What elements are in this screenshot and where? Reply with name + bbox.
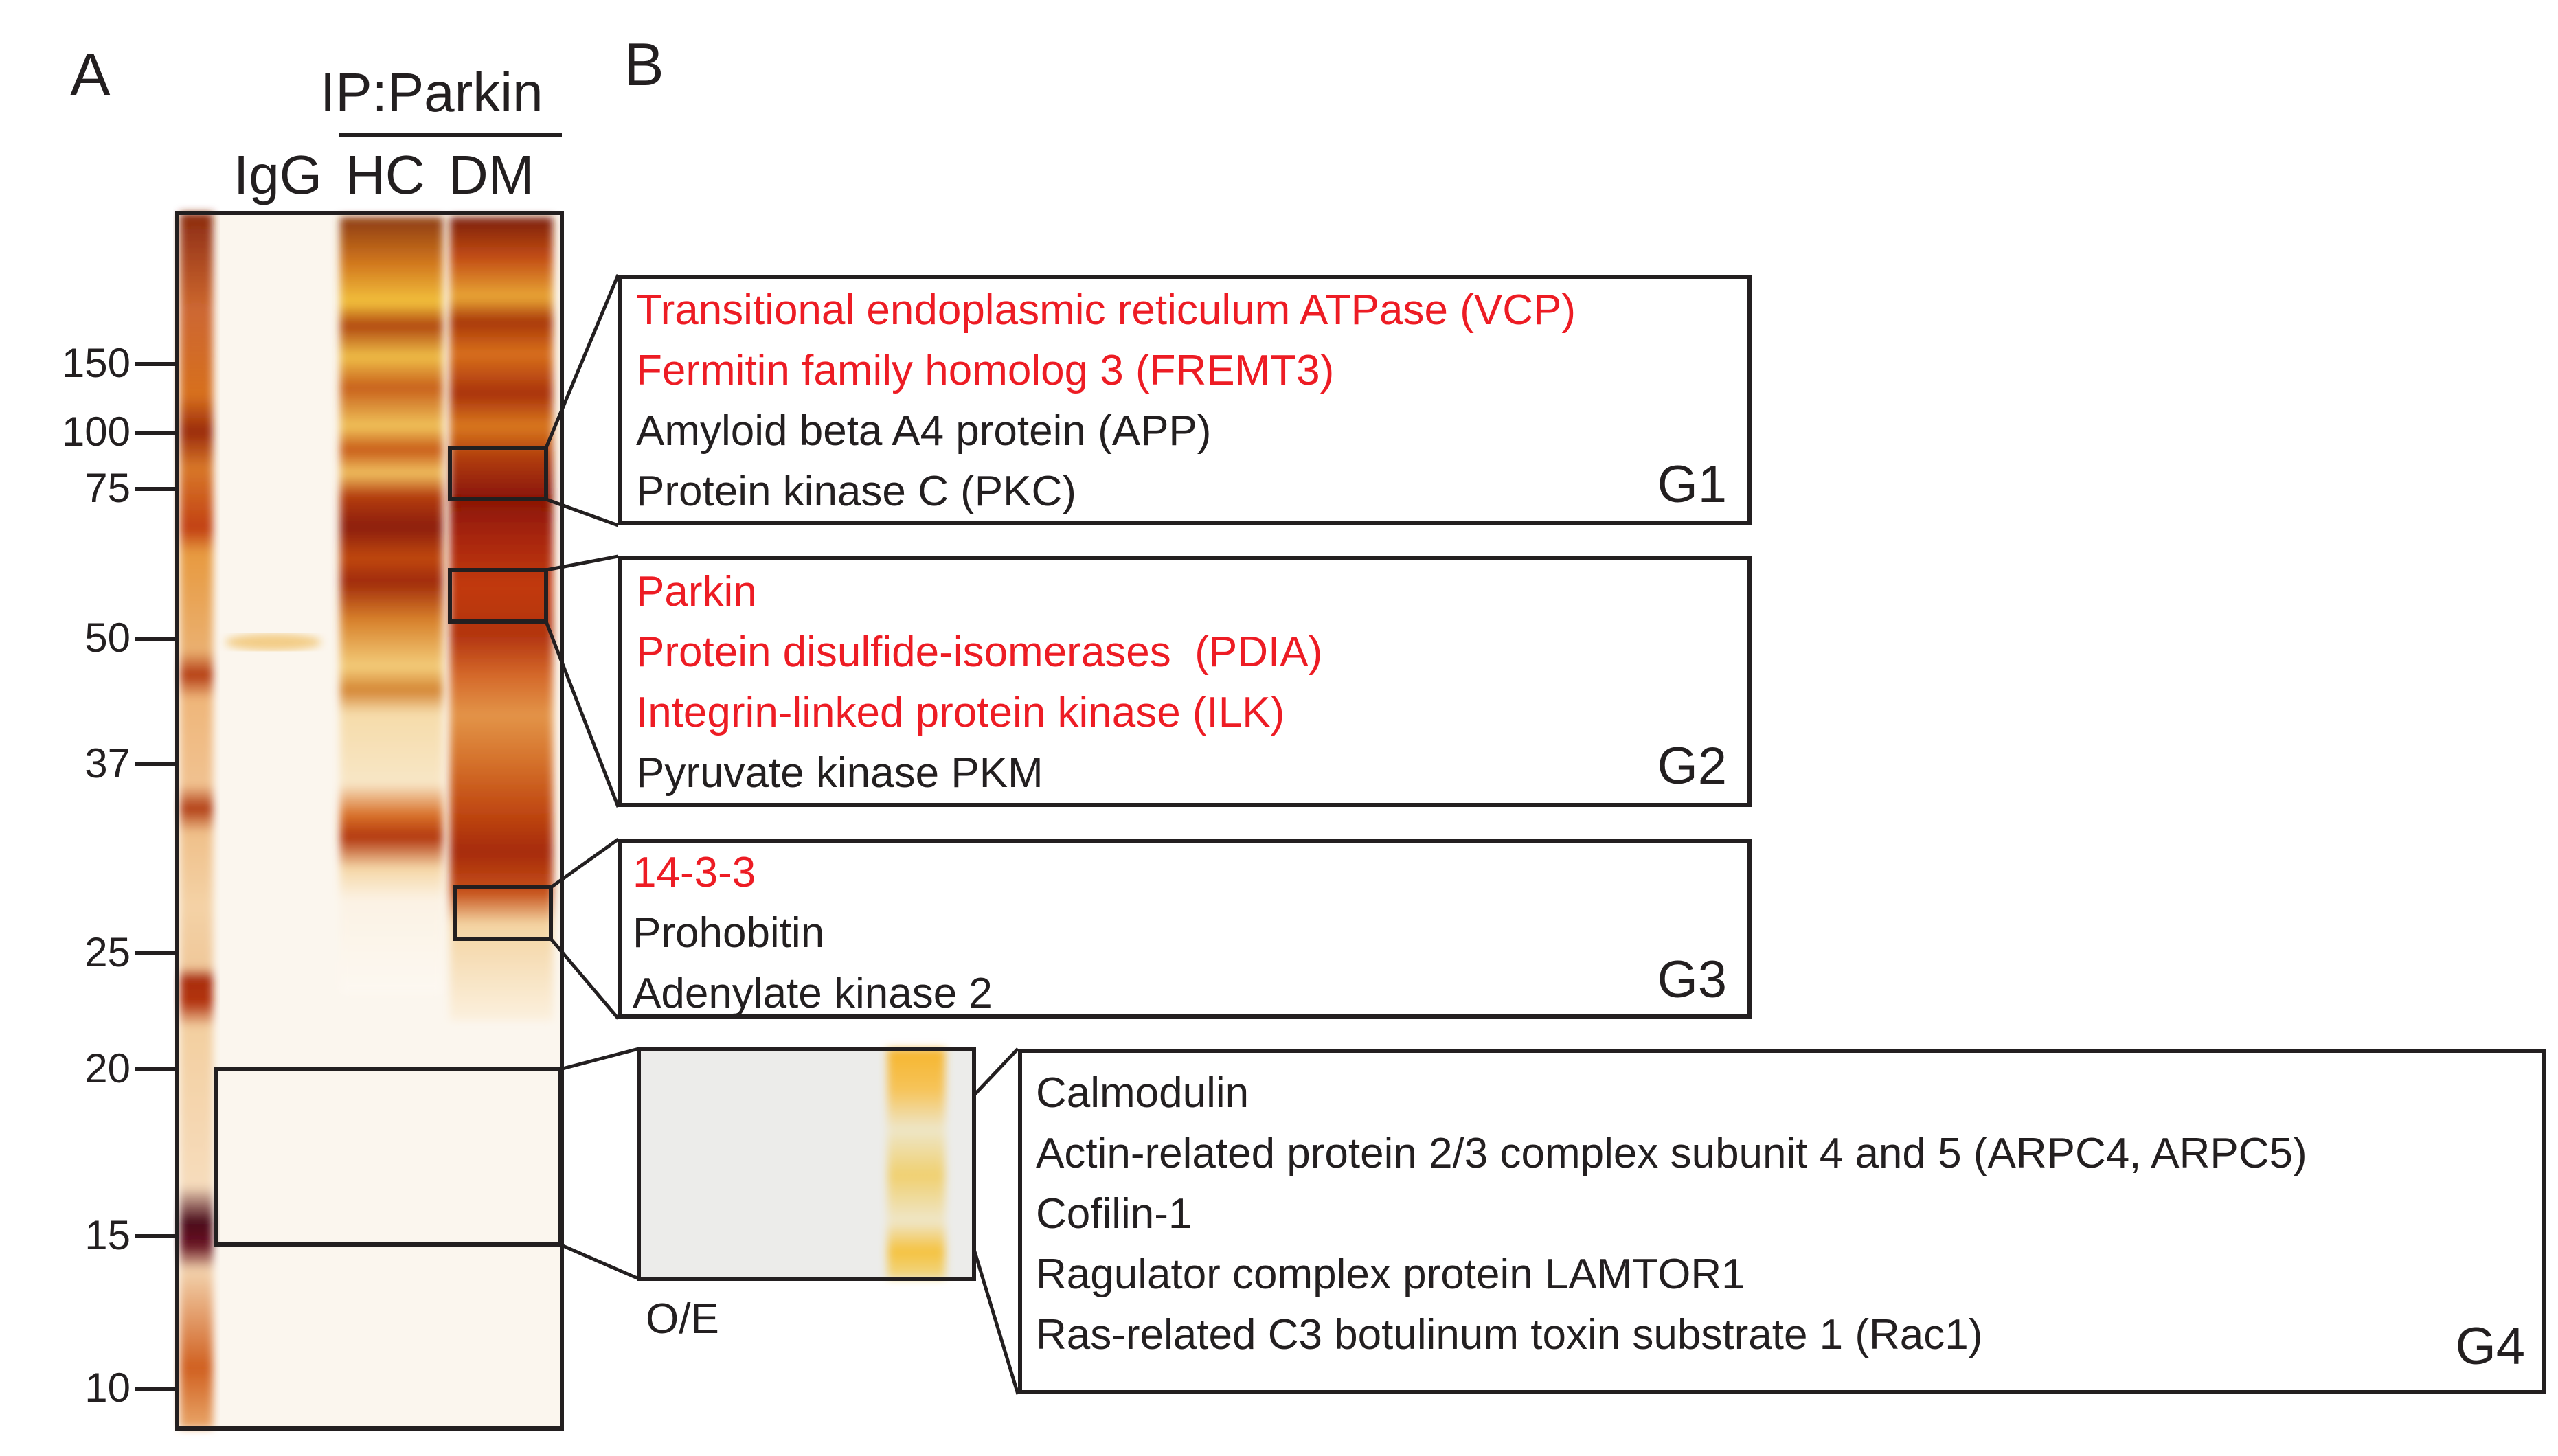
protein-label: Prohobitin (633, 909, 825, 957)
protein-label: Ragulator complex protein LAMTOR1 (1036, 1251, 1745, 1298)
mw-marker-50: 50 (84, 615, 131, 661)
protein-label: Parkin (636, 568, 757, 615)
group-box-g1: Transitional endoplasmic reticulum ATPas… (618, 275, 1752, 525)
lane-label-dm: DM (449, 144, 534, 205)
protein-label: Actin-related protein 2/3 complex subuni… (1036, 1130, 2307, 1177)
protein-label: Protein disulfide-isomerases (PDIA) (636, 628, 1323, 676)
group-id-g4: G4 (2455, 1317, 2525, 1376)
mw-marker-10: 10 (84, 1365, 131, 1411)
protein-label: Cofilin-1 (1036, 1190, 1192, 1238)
panel-b-label: B (624, 30, 664, 98)
ip-parkin-label: IP:Parkin (320, 62, 543, 123)
group-box-g3: 14-3-3 Prohobitin Adenylate kinase 2 G3 (618, 839, 1752, 1019)
protein-label: Calmodulin (1036, 1069, 1249, 1117)
mw-marker-15: 15 (84, 1212, 131, 1258)
lane-label-hc: HC (346, 144, 425, 205)
panel-a-label: A (70, 41, 111, 109)
lane-label-igg: IgG (234, 144, 322, 205)
mw-marker-100: 100 (61, 409, 131, 455)
protein-label: Integrin-linked protein kinase (ILK) (636, 689, 1285, 736)
group-id-g3: G3 (1657, 951, 1727, 1009)
protein-label: Ras-related C3 botulinum toxin substrate… (1036, 1311, 1983, 1358)
mw-marker-150: 150 (61, 340, 131, 386)
protein-label: Adenylate kinase 2 (633, 970, 993, 1017)
protein-label: 14-3-3 (633, 849, 756, 896)
protein-label: Amyloid beta A4 protein (APP) (636, 407, 1212, 455)
mw-marker-75: 75 (84, 465, 131, 511)
group-box-g4: Calmodulin Actin-related protein 2/3 com… (1018, 1049, 2546, 1394)
protein-label: Transitional endoplasmic reticulum ATPas… (636, 286, 1576, 334)
mw-marker-25: 25 (84, 929, 131, 975)
protein-label: Pyruvate kinase PKM (636, 749, 1043, 797)
group-id-g1: G1 (1657, 455, 1727, 514)
oe-label: O/E (646, 1295, 719, 1343)
group-id-g2: G2 (1657, 737, 1727, 795)
mw-marker-20: 20 (84, 1045, 131, 1091)
protein-label: Fermitin family homolog 3 (FREMT3) (636, 347, 1335, 394)
protein-label: Protein kinase C (PKC) (636, 468, 1076, 515)
mw-marker-37: 37 (84, 740, 131, 786)
group-box-g2: Parkin Protein disulfide-isomerases (PDI… (618, 556, 1752, 807)
